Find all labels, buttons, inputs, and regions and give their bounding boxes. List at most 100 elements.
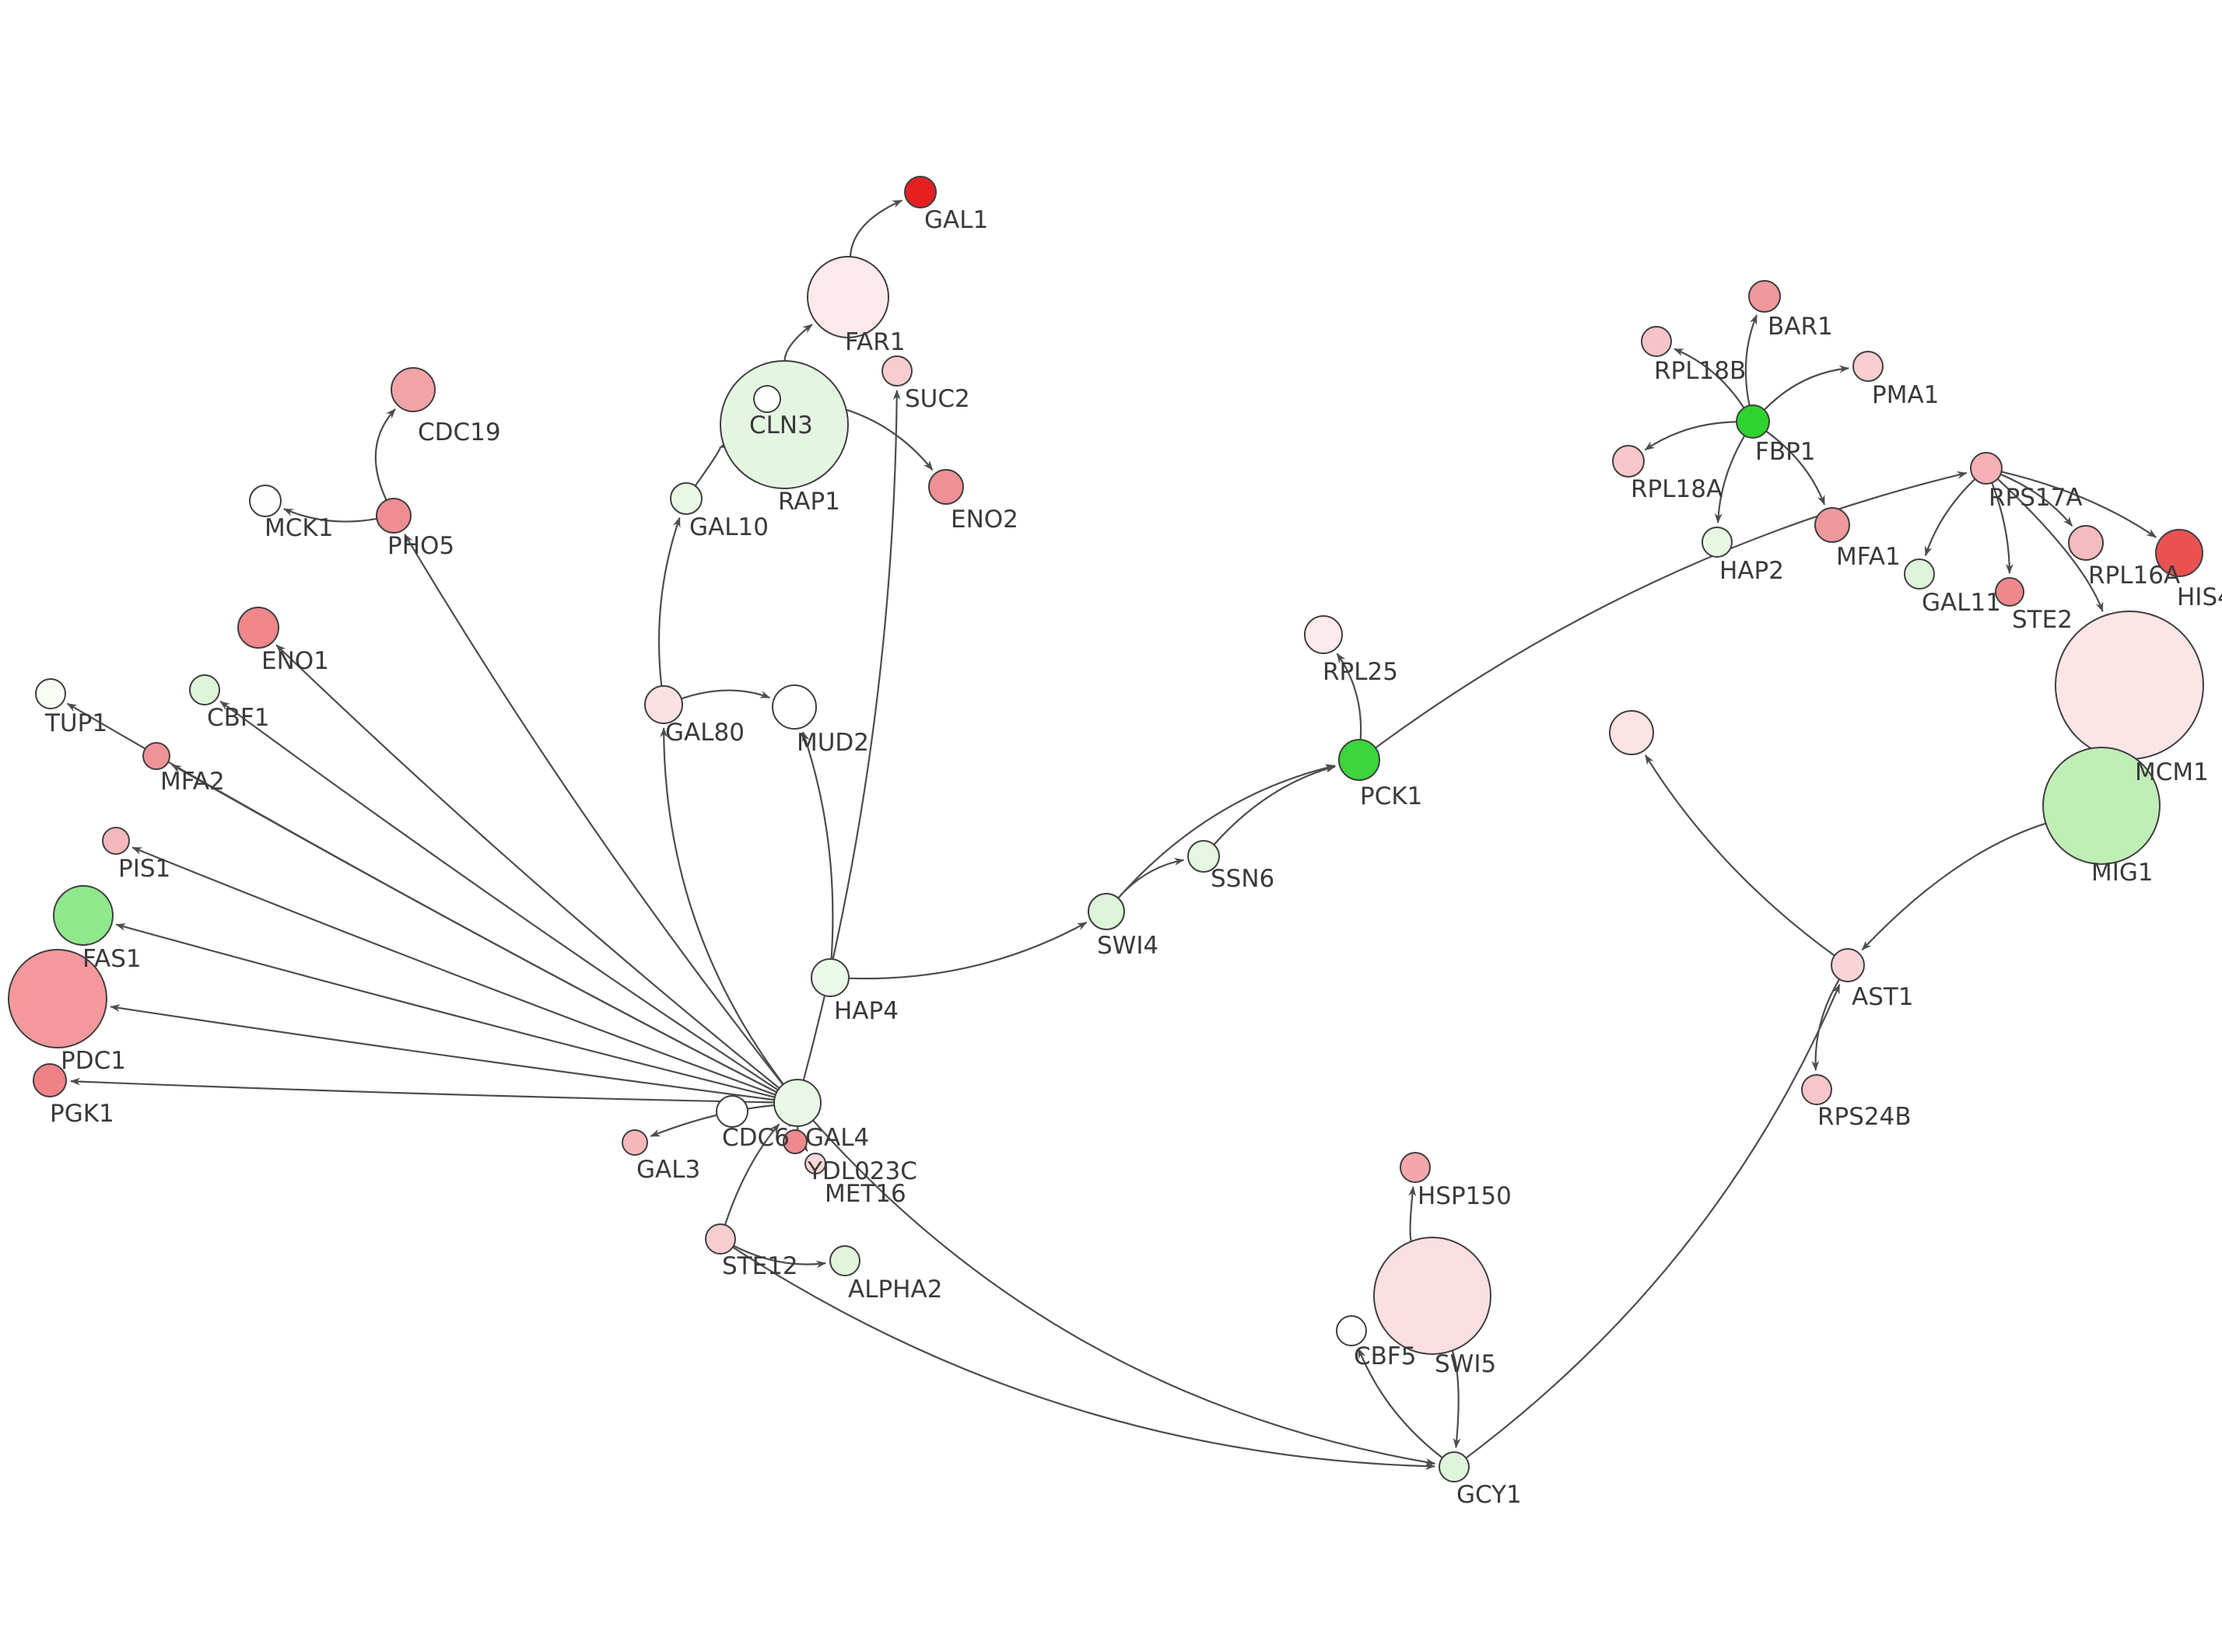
node-cdc19[interactable]: [391, 367, 436, 412]
node-gal80[interactable]: [644, 685, 683, 724]
node-ste12[interactable]: [705, 1223, 736, 1255]
node-rps17a[interactable]: [1970, 452, 2003, 485]
node-cdc6[interactable]: [716, 1095, 748, 1128]
node-swi5[interactable]: [1373, 1237, 1491, 1355]
edge-ste12-gcy1[interactable]: [732, 1246, 1435, 1471]
node-eno2[interactable]: [928, 469, 964, 505]
node-ssn6[interactable]: [1187, 840, 1220, 873]
node-tup1[interactable]: [35, 678, 66, 709]
edge-rps17a-ste2[interactable]: [1991, 482, 2013, 574]
node-ast1[interactable]: [1831, 948, 1865, 982]
node-his4[interactable]: [2155, 529, 2203, 577]
edge-swi4-pck1[interactable]: [1117, 764, 1336, 899]
node-eno1[interactable]: [237, 607, 279, 649]
node-ste2[interactable]: [1995, 577, 2024, 607]
node-far1[interactable]: [807, 256, 889, 338]
edge-fbp1-bar1[interactable]: [1744, 314, 1758, 406]
edge-cln3-far1[interactable]: [783, 324, 813, 362]
node-cln3[interactable]: [720, 360, 849, 489]
node-rpl18b[interactable]: [1641, 326, 1672, 357]
node-hap4[interactable]: [811, 958, 850, 997]
node-pma1[interactable]: [1852, 351, 1884, 382]
node-rpl25[interactable]: [1304, 615, 1343, 654]
node-gal4[interactable]: [773, 1079, 822, 1127]
edge-gal4-pho5[interactable]: [404, 534, 784, 1086]
node-gal1[interactable]: [904, 176, 937, 208]
node-fbp1[interactable]: [1736, 404, 1770, 439]
edge-gal4-gal80[interactable]: [660, 727, 784, 1085]
node-swi4[interactable]: [1088, 893, 1125, 930]
edge-gal80-gal10[interactable]: [657, 516, 681, 687]
edge-pck1-rpl25[interactable]: [1336, 653, 1362, 740]
node-suc2[interactable]: [881, 355, 913, 387]
edge-mig1-ast1[interactable]: [1861, 822, 2046, 951]
edge-rps17a-gal11[interactable]: [1924, 478, 1976, 557]
edge-gcy1-cbf5[interactable]: [1358, 1348, 1443, 1459]
edge-ast1-unlabeled[interactable]: [1644, 754, 1835, 957]
node-bar1[interactable]: [1748, 280, 1781, 313]
node-pgk1[interactable]: [33, 1063, 67, 1097]
edge-rps17a-his4[interactable]: [2001, 471, 2157, 538]
edge-rps17a-mcm1[interactable]: [1996, 478, 2104, 613]
node-pho5[interactable]: [376, 498, 412, 534]
edge-pho5-cdc19[interactable]: [374, 408, 396, 501]
edge-fbp1-rpl18b[interactable]: [1674, 348, 1745, 408]
edge-gcy1-ast1[interactable]: [1465, 983, 1841, 1459]
node-met16[interactable]: [804, 1153, 826, 1174]
edge-gal4-pdc1[interactable]: [110, 1004, 775, 1101]
node-alpha2[interactable]: [829, 1245, 860, 1276]
node-mck1[interactable]: [249, 485, 282, 517]
edge-fbp1-hap2[interactable]: [1714, 435, 1746, 523]
edge-ste12-alpha2[interactable]: [733, 1244, 827, 1269]
edge-gal4-gcy1[interactable]: [812, 1119, 1436, 1466]
edge-far1-gal1[interactable]: [849, 199, 903, 257]
node-unlabeled[interactable]: [1609, 710, 1654, 755]
edge-gal80-mud2[interactable]: [681, 689, 771, 700]
label-hap4: HAP4: [834, 997, 899, 1025]
node-rps24b[interactable]: [1801, 1074, 1832, 1105]
edge-gal4-pgk1[interactable]: [70, 1077, 775, 1104]
node-rpl18a[interactable]: [1612, 445, 1645, 478]
edge-gal4-gal3[interactable]: [650, 1104, 775, 1137]
node-gal11[interactable]: [1904, 558, 1935, 590]
node-mfa2[interactable]: [142, 742, 170, 770]
edge-ssn6-pck1[interactable]: [1213, 765, 1337, 845]
edge-hap4-swi4[interactable]: [848, 922, 1088, 980]
node-cbf1[interactable]: [189, 674, 220, 705]
edge-gal4-eno1[interactable]: [275, 644, 780, 1090]
edge-gal10-cln3[interactable]: [694, 440, 730, 487]
edge-swi5-hsp150[interactable]: [1408, 1185, 1417, 1242]
edge-gal4-pis1[interactable]: [131, 846, 776, 1096]
edge-gal4-fas1[interactable]: [115, 923, 776, 1098]
node-gcy1[interactable]: [1439, 1451, 1470, 1482]
node-fas1[interactable]: [53, 885, 114, 946]
edge-fbp1-mfa1[interactable]: [1765, 430, 1826, 506]
edge-gal4-cbf1[interactable]: [219, 700, 779, 1091]
edge-rps17a-rpl16a[interactable]: [1999, 473, 2073, 527]
node-mud2[interactable]: [772, 684, 817, 730]
node-pis1[interactable]: [102, 827, 130, 855]
edge-gal4-tup1[interactable]: [66, 702, 777, 1094]
node-pck1[interactable]: [1338, 739, 1380, 781]
edge-pho5-mck1[interactable]: [282, 508, 377, 523]
node-gal3[interactable]: [622, 1129, 648, 1156]
node-cbf5[interactable]: [1336, 1315, 1367, 1346]
edge-fbp1-pma1[interactable]: [1763, 365, 1850, 411]
edge-hap4-mud2[interactable]: [801, 731, 834, 960]
node-gal10[interactable]: [670, 482, 703, 515]
edge-swi5-gcy1[interactable]: [1451, 1350, 1461, 1449]
node-mig1[interactable]: [2042, 747, 2161, 865]
node-pdc1[interactable]: [8, 949, 107, 1048]
node-mfa1[interactable]: [1814, 507, 1850, 543]
edge-ste12-gal4[interactable]: [724, 1123, 780, 1226]
node-hsp150[interactable]: [1400, 1152, 1431, 1183]
node-rpl16a[interactable]: [2068, 525, 2104, 561]
edge-pck1-rps17a[interactable]: [1375, 471, 1968, 749]
node-mcm1[interactable]: [2055, 611, 2204, 760]
node-rap1[interactable]: [753, 385, 781, 413]
node-ydl023c[interactable]: [783, 1129, 808, 1154]
edge-fbp1-rpl18a[interactable]: [1644, 421, 1737, 451]
node-hap2[interactable]: [1702, 527, 1733, 558]
edge-gal4-mfa2[interactable]: [171, 764, 777, 1094]
